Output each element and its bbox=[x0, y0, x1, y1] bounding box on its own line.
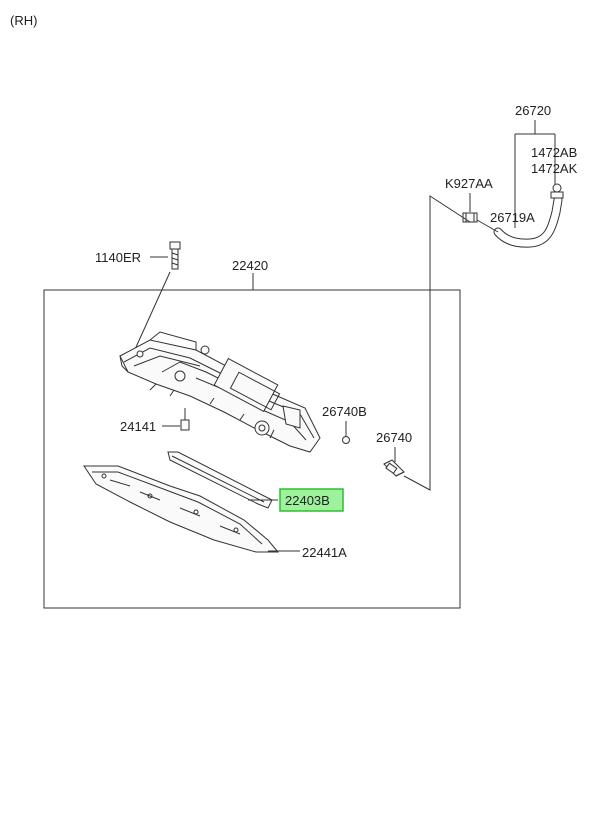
label-22441A[interactable]: 22441A bbox=[302, 545, 347, 560]
grommet-26740B bbox=[342, 436, 350, 444]
assembly-frame bbox=[43, 289, 461, 609]
label-22403B[interactable]: 22403B bbox=[285, 493, 330, 508]
label-24141[interactable]: 24141 bbox=[120, 419, 156, 434]
hose-clip-1472AB bbox=[550, 191, 564, 199]
fitting-K927AA bbox=[462, 212, 478, 223]
label-1472AK[interactable]: 1472AK bbox=[531, 161, 578, 176]
bolt-1140ER bbox=[169, 241, 181, 250]
gasket-22441A bbox=[83, 465, 280, 553]
plug-24141 bbox=[180, 419, 190, 431]
label-26720[interactable]: 26720 bbox=[515, 103, 551, 118]
label-26719A[interactable]: 26719A bbox=[490, 210, 535, 225]
rocker-cover-22420 bbox=[119, 331, 321, 453]
gasket-22403B bbox=[167, 451, 273, 509]
label-1140ER[interactable]: 1140ER bbox=[95, 250, 141, 265]
label-26740B[interactable]: 26740B bbox=[322, 404, 367, 419]
bracket-26720 bbox=[514, 120, 556, 228]
label-K927AA[interactable]: K927AA bbox=[445, 176, 493, 191]
side-label: (RH) bbox=[10, 13, 37, 28]
label-26740[interactable]: 26740 bbox=[376, 430, 412, 445]
label-22420[interactable]: 22420 bbox=[232, 258, 268, 273]
highlight-22403B[interactable] bbox=[279, 488, 344, 512]
pcv-valve-26740 bbox=[383, 459, 405, 477]
breather-line bbox=[403, 195, 471, 491]
label-1472AB[interactable]: 1472AB bbox=[531, 145, 577, 160]
